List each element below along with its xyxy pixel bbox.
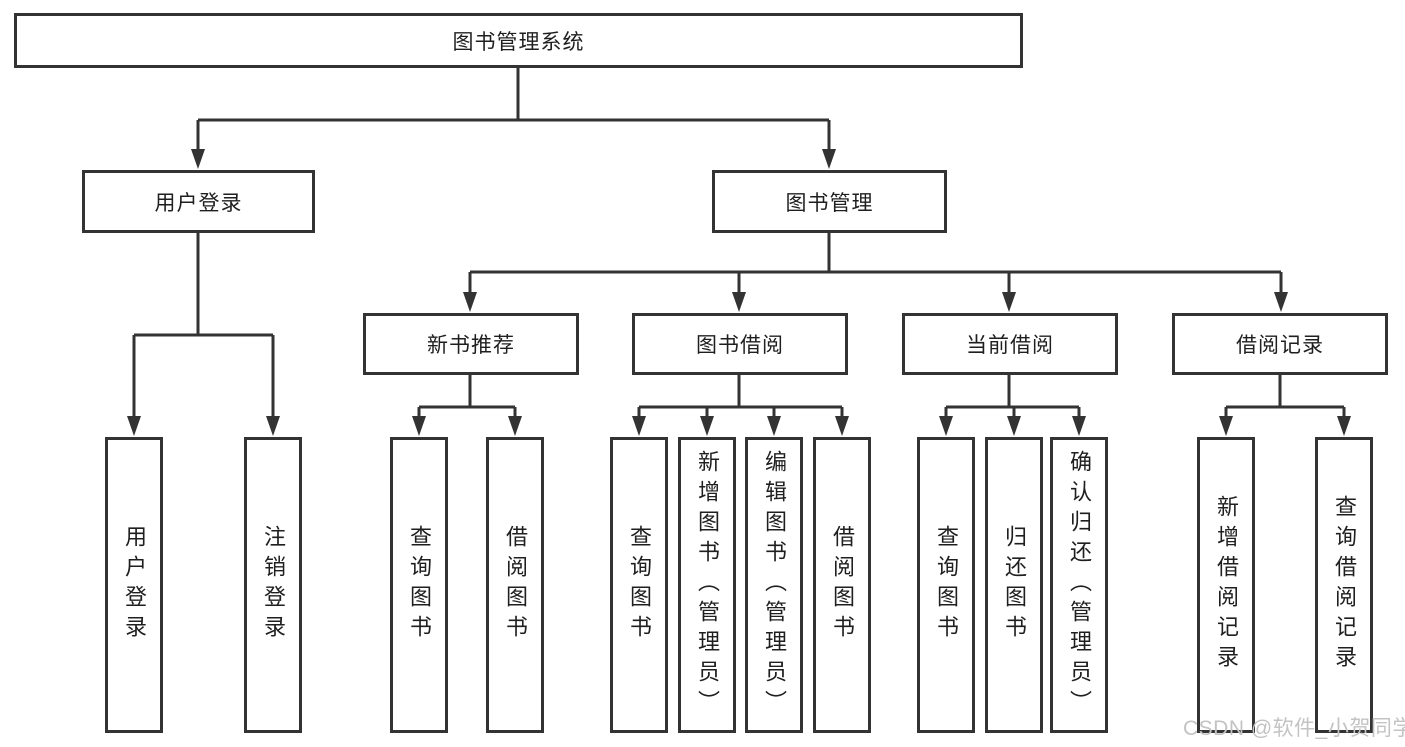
node-label: 图书管理系统 [452, 30, 585, 54]
leaf-label: 借阅图书 [503, 525, 528, 645]
leaf-label: 归还图书 [1002, 525, 1027, 645]
leaf-user-login: 用户登录 [105, 437, 163, 733]
node-label: 图书管理 [785, 191, 874, 215]
leaf-query-borrow-record: 查询借阅记录 [1315, 437, 1373, 733]
csdn-watermark: CSDN @软件_小贺同学 [1183, 717, 1405, 740]
leaf-query-books-new-books: 查询图书 [390, 437, 448, 733]
node-label: 新书推荐 [427, 334, 515, 357]
leaf-query-books-borrowing: 查询图书 [610, 437, 668, 733]
node-book-borrowing: 图书借阅 [632, 313, 848, 375]
leaf-label: 用户登录 [122, 525, 147, 645]
node-book-management: 图书管理 [712, 170, 947, 233]
leaf-label: 注销登录 [261, 525, 286, 645]
leaf-confirm-return-admin: 确认归还（管理员） [1050, 437, 1108, 733]
leaf-label: 查询借阅记录 [1332, 495, 1357, 675]
leaf-logout: 注销登录 [244, 437, 302, 733]
leaf-edit-books-admin: 编辑图书（管理员） [745, 437, 803, 733]
node-label: 当前借阅 [966, 334, 1054, 357]
leaf-label: 查询图书 [627, 525, 652, 645]
node-current-borrowing: 当前借阅 [902, 313, 1118, 375]
leaf-borrow-books-new-books: 借阅图书 [486, 437, 544, 733]
leaf-label: 编辑图书（管理员） [762, 450, 787, 720]
leaf-label: 新增借阅记录 [1214, 495, 1239, 675]
node-root-library-system: 图书管理系统 [14, 13, 1023, 68]
node-borrowing-records: 借阅记录 [1172, 313, 1388, 375]
leaf-borrow-books-borrowing: 借阅图书 [813, 437, 871, 733]
node-label: 图书借阅 [696, 334, 784, 357]
node-label: 借阅记录 [1236, 334, 1324, 357]
leaf-label: 新增图书（管理员） [695, 450, 720, 720]
node-label: 用户登录 [154, 191, 243, 215]
leaf-return-books: 归还图书 [985, 437, 1043, 733]
leaf-query-books-current: 查询图书 [917, 437, 975, 733]
leaf-label: 查询图书 [407, 525, 432, 645]
node-user-login: 用户登录 [82, 170, 315, 233]
leaf-label: 借阅图书 [830, 525, 855, 645]
leaf-add-borrow-record: 新增借阅记录 [1197, 437, 1255, 733]
leaf-add-books-admin: 新增图书（管理员） [678, 437, 736, 733]
leaf-label: 查询图书 [934, 525, 959, 645]
leaf-label: 确认归还（管理员） [1067, 450, 1092, 720]
node-new-book-recommendation: 新书推荐 [363, 313, 579, 375]
